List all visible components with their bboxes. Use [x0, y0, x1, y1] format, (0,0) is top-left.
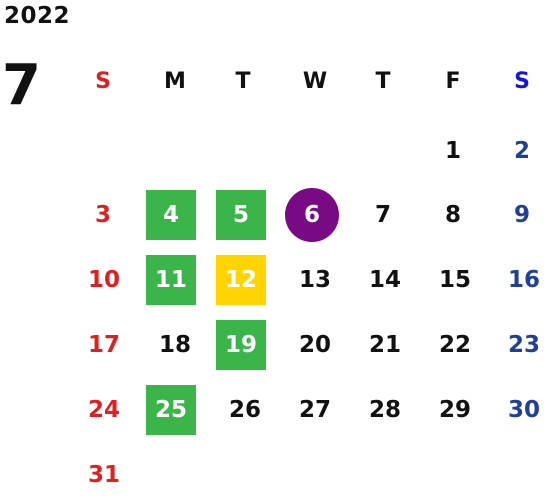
month-number: 7	[2, 53, 41, 118]
day-cell[interactable]: 15	[438, 267, 471, 293]
weekday-header-tuesday: T	[235, 68, 251, 94]
day-cell[interactable]: 26	[228, 397, 261, 423]
day-cell[interactable]: 13	[298, 267, 331, 293]
day-cell[interactable]: 10	[87, 267, 120, 293]
day-cell[interactable]: 16	[507, 267, 540, 293]
day-cell-highlighted[interactable]: 19	[216, 320, 266, 370]
day-cell[interactable]: 29	[438, 397, 471, 423]
weekday-header-friday: F	[445, 68, 461, 94]
year-label: 2022	[4, 3, 71, 29]
day-cell[interactable]: 28	[368, 397, 401, 423]
day-cell[interactable]: 8	[444, 202, 461, 228]
day-cell-today[interactable]: 6	[285, 188, 339, 242]
day-cell[interactable]: 1	[444, 138, 461, 164]
day-cell[interactable]: 3	[94, 202, 111, 228]
day-cell[interactable]: 27	[298, 397, 331, 423]
weekday-header-saturday: S	[514, 68, 530, 94]
day-cell[interactable]: 20	[298, 332, 331, 358]
day-cell[interactable]: 9	[513, 202, 530, 228]
weekday-header-thursday: T	[375, 68, 391, 94]
day-cell-highlighted[interactable]: 12	[216, 255, 266, 305]
day-cell[interactable]: 22	[438, 332, 471, 358]
day-cell[interactable]: 7	[374, 202, 391, 228]
weekday-header-sunday: S	[95, 68, 111, 94]
day-cell-highlighted[interactable]: 5	[216, 190, 266, 240]
day-cell[interactable]: 31	[87, 462, 120, 488]
day-cell[interactable]: 21	[368, 332, 401, 358]
weekday-header-wednesday: W	[302, 68, 328, 94]
weekday-header-monday: M	[164, 68, 186, 94]
day-cell-highlighted[interactable]: 25	[146, 385, 196, 435]
day-cell-highlighted[interactable]: 11	[146, 255, 196, 305]
day-cell[interactable]: 24	[87, 397, 120, 423]
day-cell[interactable]: 2	[513, 138, 530, 164]
day-cell[interactable]: 30	[507, 397, 540, 423]
day-cell[interactable]: 14	[368, 267, 401, 293]
day-cell[interactable]: 23	[507, 332, 540, 358]
day-cell[interactable]: 18	[158, 332, 191, 358]
day-cell[interactable]: 17	[87, 332, 120, 358]
day-cell-highlighted[interactable]: 4	[146, 190, 196, 240]
